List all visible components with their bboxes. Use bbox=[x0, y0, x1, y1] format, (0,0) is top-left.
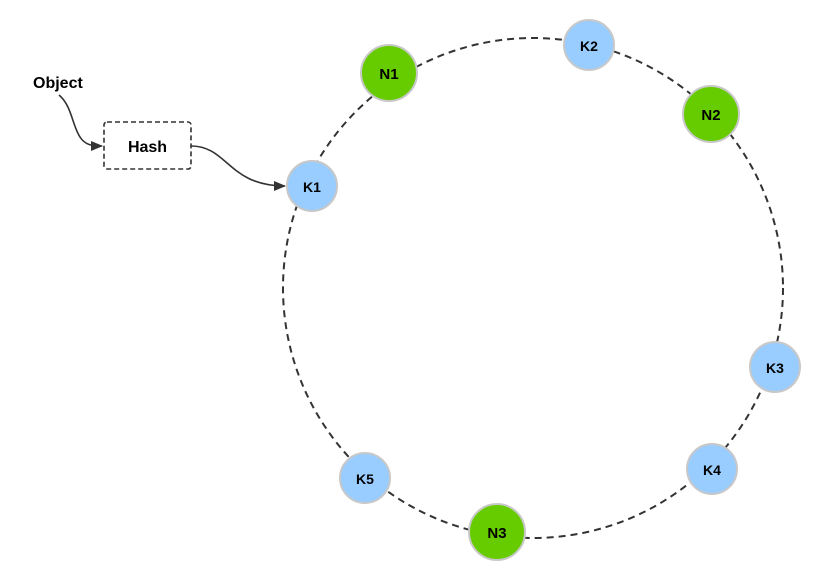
server-node-n1 bbox=[360, 44, 418, 102]
node-label-k5: K5 bbox=[356, 471, 374, 487]
hash-label: Hash bbox=[128, 139, 167, 156]
hash-ring bbox=[282, 37, 784, 539]
node-label-n3: N3 bbox=[487, 525, 506, 542]
node-label-k3: K3 bbox=[766, 360, 784, 376]
hash-function-box: Hash bbox=[103, 121, 192, 170]
key-node-k4 bbox=[686, 443, 738, 495]
node-k2: K2 bbox=[563, 19, 615, 71]
key-node-k5 bbox=[339, 452, 391, 504]
node-k3: K3 bbox=[749, 341, 801, 393]
key-node-k2 bbox=[563, 19, 615, 71]
node-n3: N3 bbox=[468, 503, 526, 561]
hash-to-k1-connector bbox=[190, 145, 286, 191]
node-label-k2: K2 bbox=[580, 38, 598, 54]
node-k4: K4 bbox=[686, 443, 738, 495]
node-label-k4: K4 bbox=[703, 462, 721, 478]
key-node-k3 bbox=[749, 341, 801, 393]
node-n2: N2 bbox=[682, 85, 740, 143]
node-label-n2: N2 bbox=[701, 107, 720, 124]
node-k1: K1 bbox=[286, 160, 338, 212]
node-label-n1: N1 bbox=[379, 66, 398, 83]
server-node-n3 bbox=[468, 503, 526, 561]
object-label: Object bbox=[33, 75, 83, 92]
server-node-n2 bbox=[682, 85, 740, 143]
node-k5: K5 bbox=[339, 452, 391, 504]
key-node-k1 bbox=[286, 160, 338, 212]
node-n1: N1 bbox=[360, 44, 418, 102]
object-to-hash-connector bbox=[58, 94, 103, 151]
node-label-k1: K1 bbox=[303, 179, 321, 195]
